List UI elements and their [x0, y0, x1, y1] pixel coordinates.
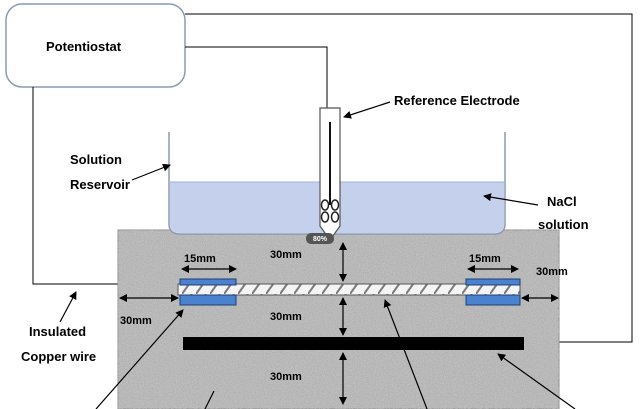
dim-bottom-cover-label: 30mm	[270, 371, 302, 383]
insulated-label-line2: Copper wire	[21, 349, 96, 364]
zoom-badge	[306, 233, 334, 244]
counter-electrode-bar	[183, 337, 524, 350]
solution-label-line2: Reservoir	[70, 177, 130, 192]
left-cap-bottom	[179, 294, 237, 306]
wire-to-reference-electrode	[185, 46, 328, 108]
solution-label-line1: Solution	[70, 152, 122, 167]
dim-side-cover-left-label: 30mm	[120, 315, 152, 327]
dim-side-cover-right-label: 30mm	[536, 266, 568, 278]
zoom-badge-label: 80%	[313, 236, 328, 243]
rebar-steel-bar	[177, 283, 521, 296]
insulated-wire-arrow	[59, 291, 77, 323]
dim-top-cover-label: 30mm	[270, 249, 302, 261]
leader-line-2	[204, 390, 215, 409]
wire-to-counter-electrode	[185, 13, 633, 343]
nacl-label-line2: solution	[538, 217, 589, 232]
right-cap-bottom	[465, 294, 521, 306]
dim-bar-spacing-label: 30mm	[270, 311, 302, 323]
left-cap-top	[179, 278, 237, 286]
reference-electrode-label: Reference Electrode	[394, 93, 520, 108]
insulated-label-line1: Insulated	[29, 324, 86, 339]
potentiostat-box	[5, 3, 186, 88]
dim-left-cap-label: 15mm	[184, 253, 216, 265]
reference-electrode-arrow	[343, 101, 391, 119]
right-cap-top	[465, 278, 521, 286]
concrete-speckle-texture	[118, 230, 559, 409]
dim-right-cap-label: 15mm	[469, 253, 501, 265]
leader-line-4	[497, 353, 576, 409]
leader-line-1	[95, 309, 184, 409]
solution-reservoir-arrow	[131, 163, 171, 181]
leader-line-3	[383, 299, 428, 409]
potentiostat-label: Potentiostat	[46, 39, 122, 54]
nacl-arrow	[483, 193, 539, 206]
nacl-label-line1: NaCl	[547, 194, 577, 209]
